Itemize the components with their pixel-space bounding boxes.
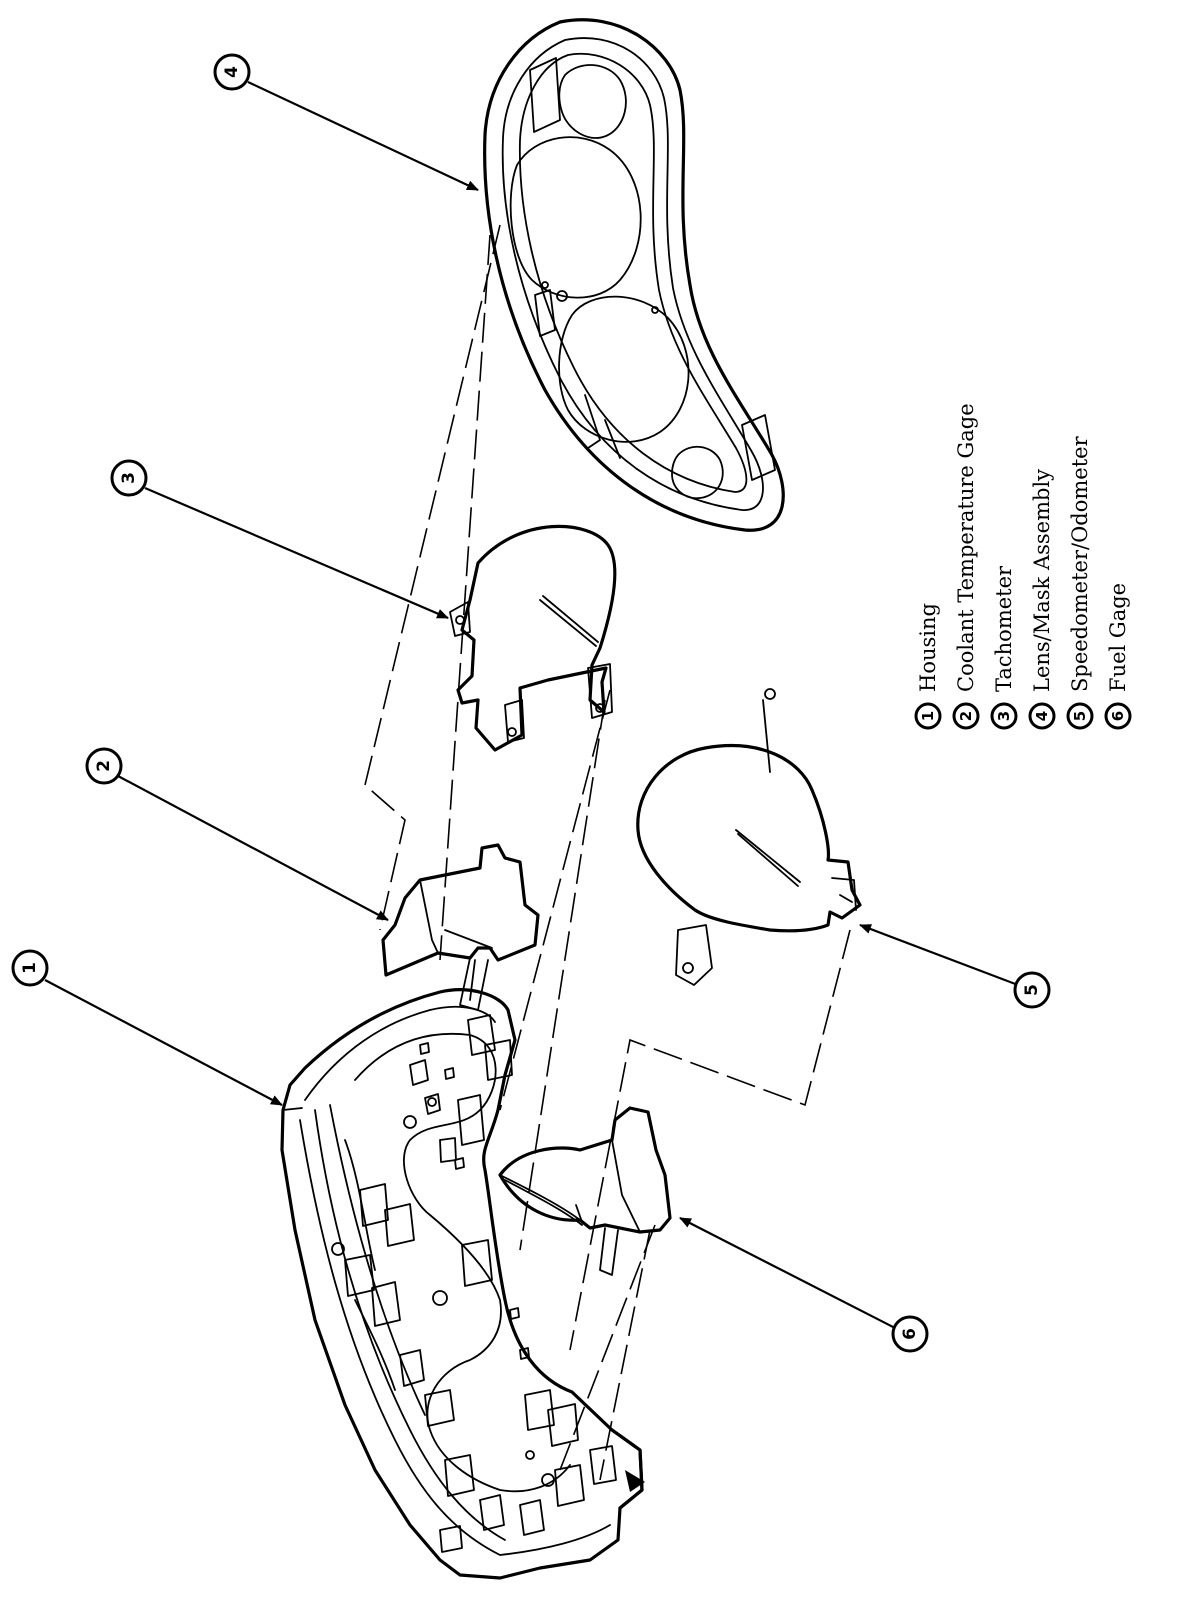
callout-number: 6 [900,1328,920,1340]
tachometer [449,524,617,752]
callout-number: 3 [119,472,139,484]
legend: 1 Housing 2 Coolant Temperature Gage 3 T… [914,403,1132,730]
leader-lines [44,81,1019,1329]
callout-number: 4 [222,66,242,78]
legend-label: Housing [916,603,940,692]
callout-number: 5 [1022,984,1042,996]
callout-5: 5 [1013,971,1051,1009]
callout-number: 1 [20,962,40,974]
legend-item-5: 5 Speedometer/Odometer [1066,435,1094,730]
callout-3: 3 [110,459,148,497]
alignment-lines [364,224,851,1481]
legend-number: 6 [1109,711,1127,721]
legend-number: 1 [919,711,937,721]
legend-item-1: 1 Housing [914,603,942,730]
legend-number: 5 [1071,711,1089,721]
legend-label: Fuel Gage [1106,583,1130,692]
fuel-gage [498,1106,672,1276]
legend-number: 2 [957,711,975,721]
housing [280,988,645,1580]
legend-number: 4 [1033,711,1051,721]
legend-item-2: 2 Coolant Temperature Gage [952,403,980,730]
lens-mask-assembly [483,18,785,532]
callout-4: 4 [213,53,251,91]
legend-item-3: 3 Tachometer [990,565,1018,730]
legend-item-4: 4 Lens/Mask Assembly [1028,469,1056,730]
legend-label: Lens/Mask Assembly [1030,469,1054,692]
callout-6: 6 [891,1315,929,1353]
legend-number: 3 [995,711,1013,721]
callout-1: 1 [11,949,49,987]
legend-label: Tachometer [992,565,1016,692]
callout-2: 2 [85,747,123,785]
legend-label: Speedometer/Odometer [1068,435,1092,692]
coolant-temperature-gage [381,843,540,1011]
callout-number: 2 [94,760,114,772]
legend-item-6: 6 Fuel Gage [1104,583,1132,730]
speedometer-odometer [636,688,862,986]
legend-label: Coolant Temperature Gage [954,403,978,692]
